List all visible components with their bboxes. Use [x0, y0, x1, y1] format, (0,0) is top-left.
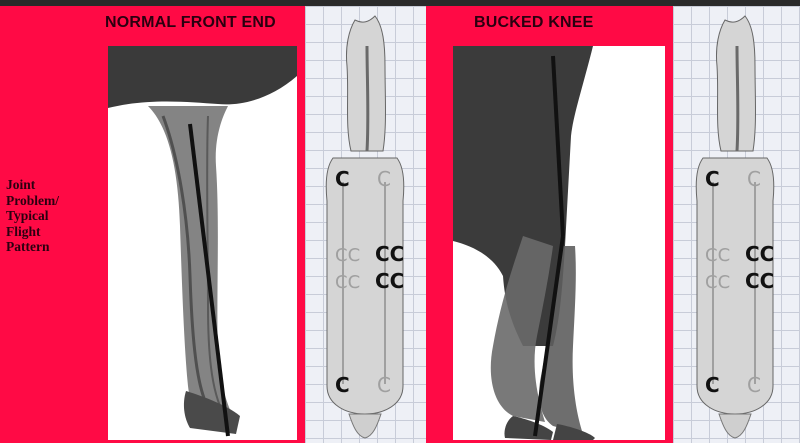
svg-text:CC: CC — [745, 242, 774, 266]
svg-text:C: C — [335, 167, 350, 191]
svg-text:CC: CC — [705, 272, 730, 293]
svg-text:CC: CC — [335, 272, 360, 293]
svg-text:CC: CC — [375, 269, 404, 293]
svg-text:C: C — [335, 373, 350, 397]
panel-title-normal-front-end: NORMAL FRONT END — [105, 14, 276, 32]
side-label-joint-problem: Joint Problem/ Typical Flight Pattern — [6, 177, 76, 255]
bucked-knee-illustration — [453, 46, 665, 440]
normal-flight-pattern-grid: C C CC CC CC CC C C — [305, 6, 426, 443]
svg-text:C: C — [747, 167, 761, 191]
svg-text:C: C — [705, 167, 720, 191]
panel-title-bucked-knee: BUCKED KNEE — [474, 14, 594, 32]
svg-text:CC: CC — [705, 245, 730, 266]
bucked-knee-flight-pattern-grid: C C CC CC CC CC C C — [673, 6, 800, 443]
svg-text:C: C — [747, 373, 761, 397]
svg-text:C: C — [705, 373, 720, 397]
normal-leg-illustration — [108, 46, 297, 440]
svg-text:CC: CC — [335, 245, 360, 266]
svg-text:CC: CC — [745, 269, 774, 293]
svg-text:C: C — [377, 167, 391, 191]
svg-text:CC: CC — [375, 242, 404, 266]
svg-text:C: C — [377, 373, 391, 397]
